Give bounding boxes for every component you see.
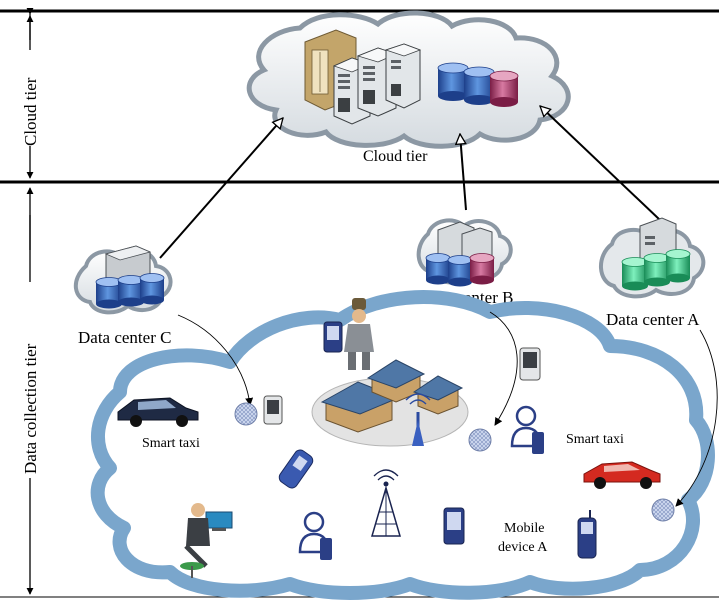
arrow-dc-b-to-cloud <box>460 134 467 211</box>
smart-taxi-left-label: Smart taxi <box>142 436 200 451</box>
link-dc-c-to-hub-left <box>177 314 254 406</box>
cloud-database-blue-2-icon <box>463 66 495 105</box>
link-dc-a-to-hub-right <box>675 329 718 507</box>
collection-tier-side-label: Data collection tier <box>21 343 40 474</box>
access-hub-right-icon <box>651 498 675 522</box>
arrow-dc-a-to-cloud <box>540 106 661 221</box>
mobile-device-a-phone-icon <box>577 510 597 559</box>
wireless-tower-center-icon <box>405 393 431 446</box>
cloud-server-tower-3-icon <box>384 43 422 109</box>
cloud-database-pink-icon <box>489 70 519 107</box>
radio-tower-icon <box>371 469 401 537</box>
pda-hub-left-icon <box>263 395 283 425</box>
link-dc-b-to-hub-center <box>489 311 518 426</box>
pda-bottom-center-icon <box>443 507 465 545</box>
cloud-label: Cloud tier <box>363 148 428 165</box>
smart-taxi-left-car-icon <box>117 397 199 427</box>
cloud-database-blue-1-icon <box>437 62 469 101</box>
access-hub-center-icon <box>468 428 492 452</box>
smart-taxi-right-label: Smart taxi <box>566 432 624 447</box>
flip-phone-icon <box>278 449 314 489</box>
data-center-c-database-icon <box>95 273 165 309</box>
town-buildings-icon <box>311 359 469 447</box>
person-standing-icon <box>344 298 374 370</box>
mobile-device-a-label-line2: device A <box>498 540 548 555</box>
cloud-tier-side-label: Cloud tier <box>21 77 40 146</box>
data-center-a-database-icon <box>621 249 691 291</box>
data-center-b-database-icon <box>425 253 495 287</box>
data-center-c-label: Data center C <box>78 328 171 347</box>
smart-taxi-right-car-icon <box>583 461 661 489</box>
arrow-dc-c-to-cloud <box>159 118 283 259</box>
person-at-computer-icon <box>180 503 233 578</box>
pda-top-right-icon <box>519 347 541 381</box>
pda-top-left-icon <box>323 321 343 353</box>
data-center-a-label: Data center A <box>606 310 700 329</box>
data-center-c-server-icon <box>104 245 152 285</box>
mobile-device-a-label-line1: Mobile <box>504 521 544 536</box>
person-with-phone-right-icon <box>510 405 544 454</box>
person-with-phone-bottom-icon <box>298 511 332 560</box>
access-hub-left-icon <box>234 402 258 426</box>
